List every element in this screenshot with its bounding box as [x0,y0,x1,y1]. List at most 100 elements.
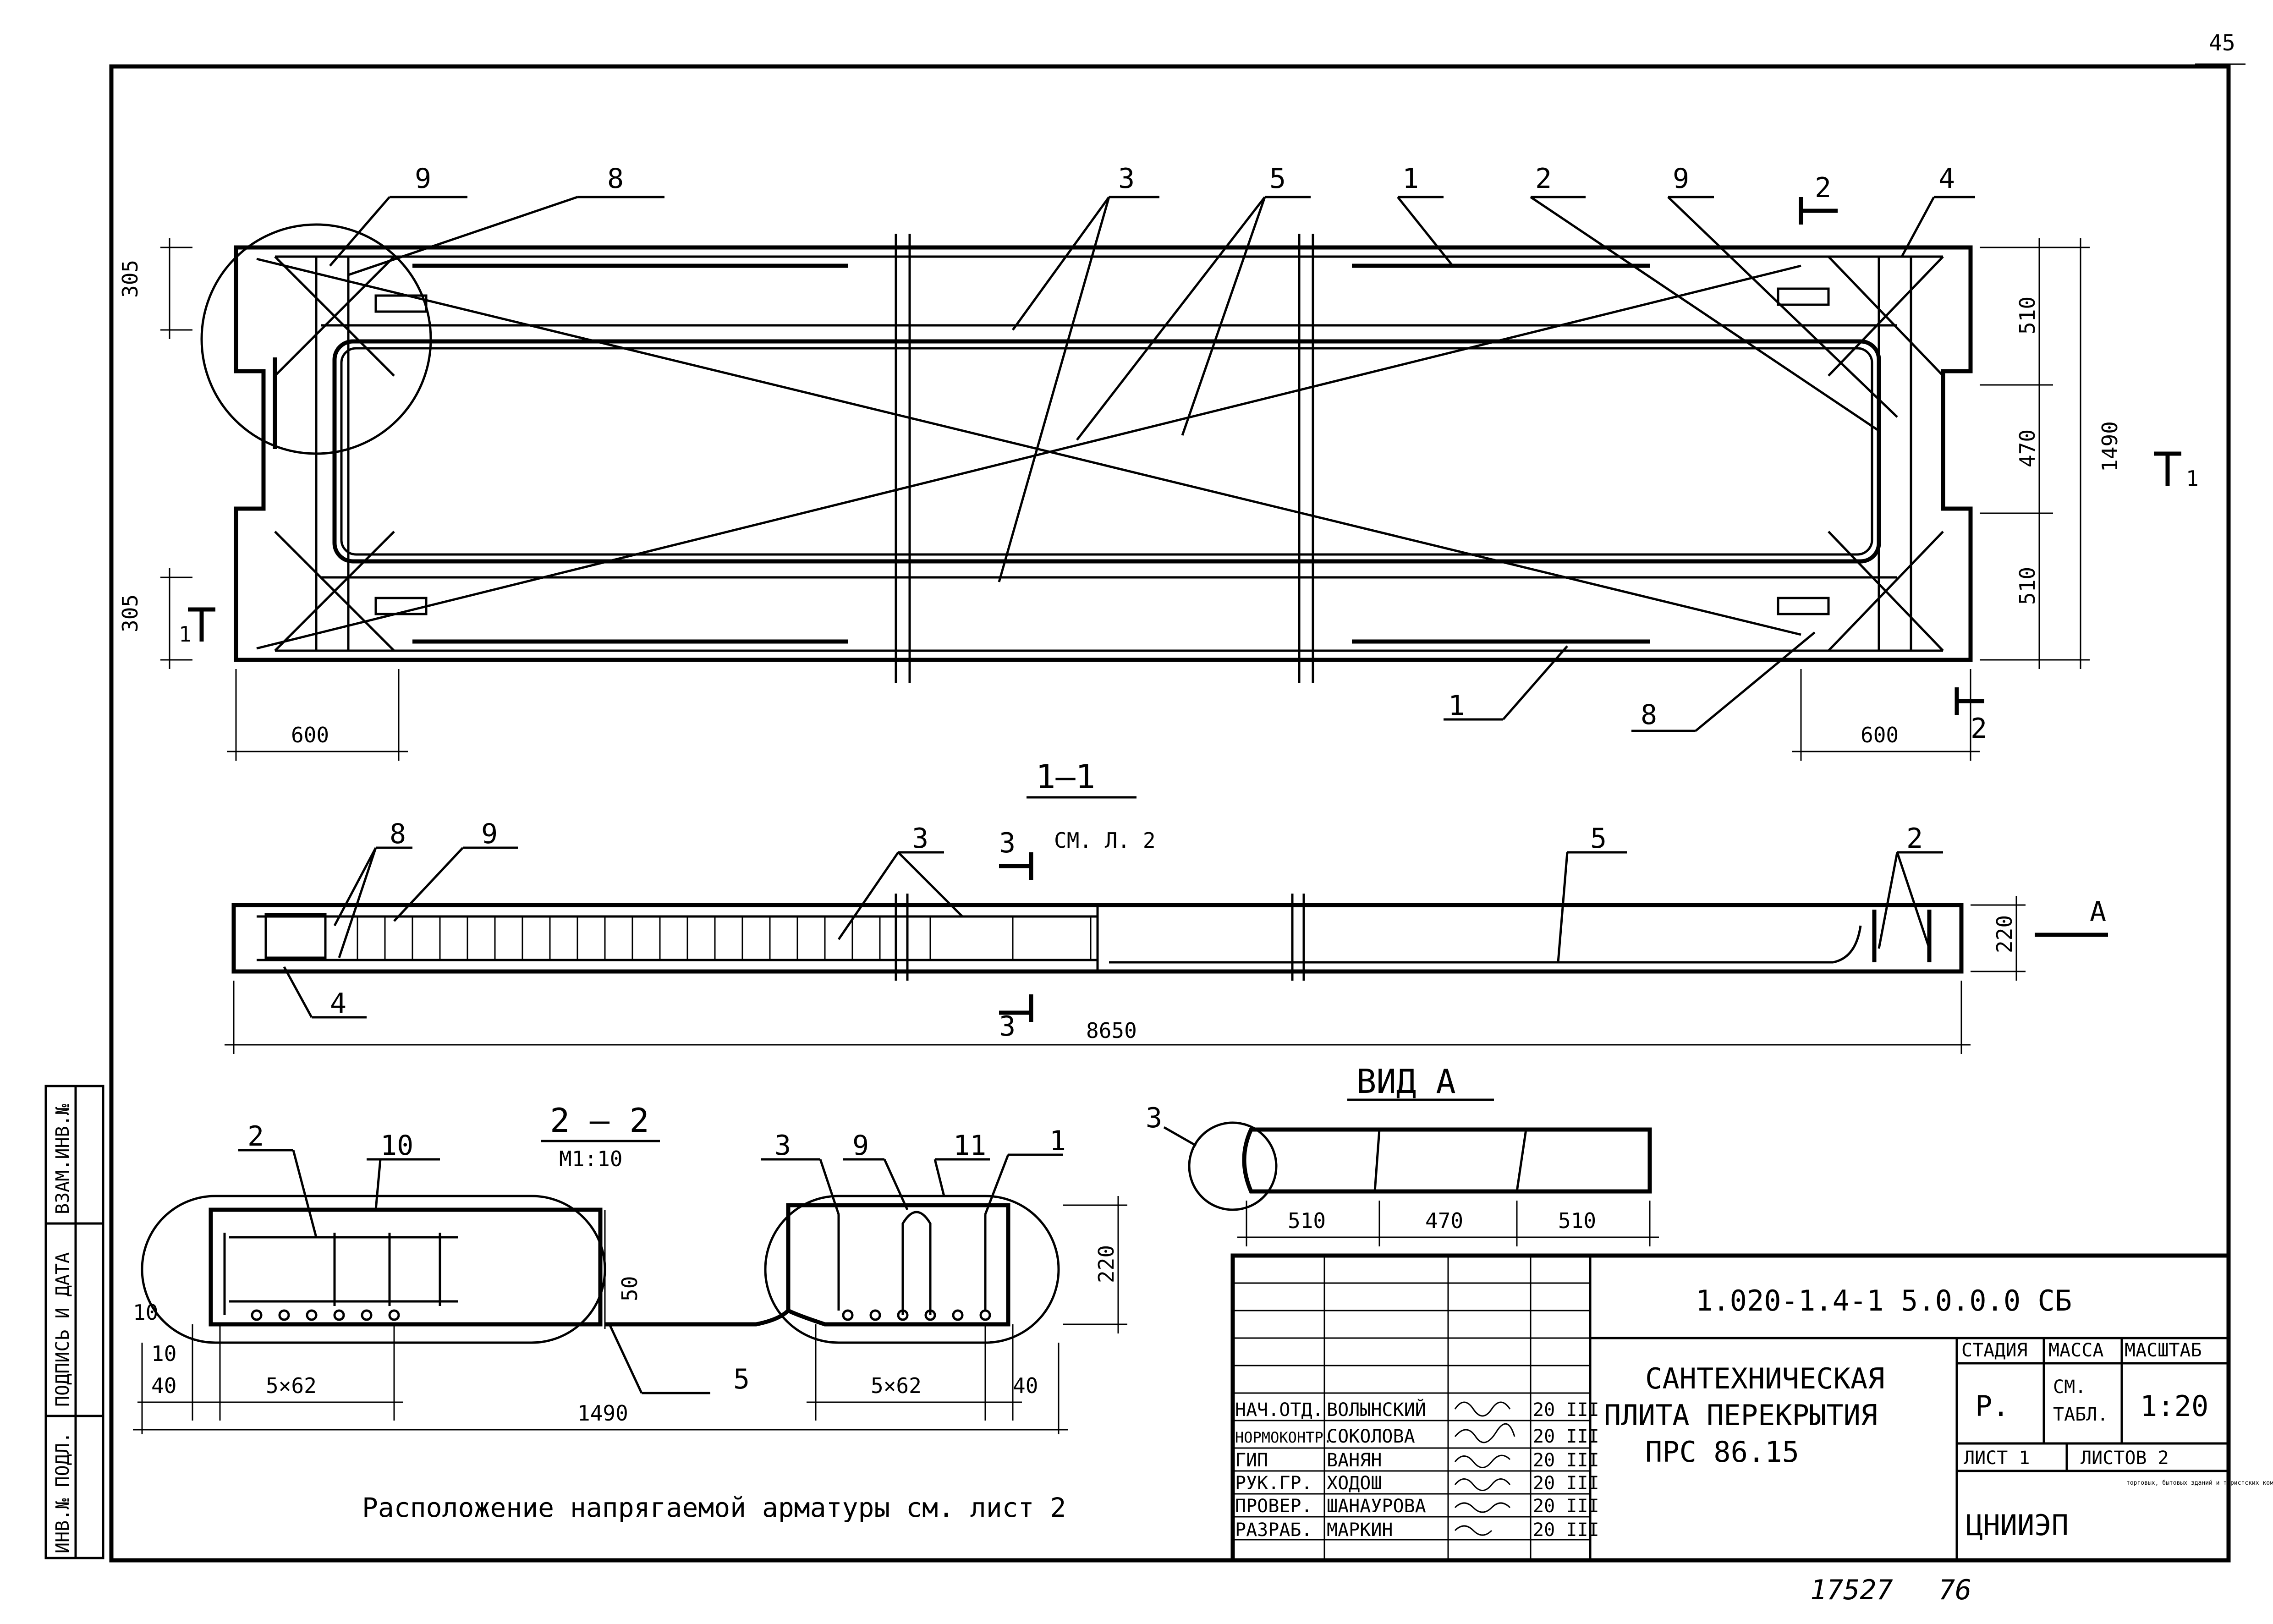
callout-1a: 1 [1402,163,1419,195]
title-block: 1.020-1.4-1 5.0.0.0 СБ САНТЕХНИЧЕСКАЯ ПЛ… [1230,1253,2273,1563]
hdr-scale: МАСШТАБ [2125,1340,2202,1361]
row-date: 20 III [1533,1496,1599,1517]
org-note: торговых, бытовых зданий и туристских ко… [2126,1480,2273,1487]
hdr-stage: СТАДИЯ [1961,1340,2028,1361]
s11-callout-8: 8 [390,818,406,850]
row-name: ШАНАУРОВА [1327,1496,1426,1517]
s22-dim-5x62-l: 5×62 [266,1373,317,1398]
s11-callout-5: 5 [1590,823,1607,855]
s11-callout-9: 9 [481,818,498,850]
callout-9a: 9 [415,163,431,195]
row-role: ГИП [1235,1450,1268,1471]
stamp-vzam: ВЗАМ.ИНВ.№ [52,1104,73,1214]
row-date: 20 III [1533,1399,1599,1421]
callout-4a: 4 [1938,163,1955,195]
reinforcement-note: Расположение напрягаемой арматуры см. ли… [362,1492,1066,1523]
org-name: ЦНИИЭП [1966,1509,2069,1542]
view-a-callout-3: 3 [1146,1102,1162,1134]
title-line-1: САНТЕХНИЧЕСКАЯ [1645,1362,1885,1395]
s22-callout-10: 10 [380,1130,413,1162]
callout-1b: 1 [1448,690,1465,722]
stamp-inv: ИНВ.№ ПОДЛ. [52,1432,73,1553]
sheet-count: ЛИСТОВ 2 [2081,1448,2169,1469]
s22-callout-3: 3 [774,1130,791,1162]
dim-470: 470 [2015,429,2040,467]
s22-dim-40-r: 40 [1013,1373,1038,1398]
footer-number: 17527 [1810,1574,1893,1606]
s22-dim-220: 220 [1094,1245,1119,1283]
dim-600-right: 600 [1861,723,1899,747]
callout-8a: 8 [607,163,624,195]
section-1-1-title: 1—1 [1036,757,1095,796]
row-date: 20 III [1533,1520,1599,1541]
view-a-dim-470: 470 [1425,1208,1463,1233]
s22-dim-50: 50 [617,1276,642,1301]
section-2-2-scale: М1:10 [559,1147,622,1171]
s11-callout-4: 4 [330,988,346,1020]
page-number: 45 [2209,30,2235,56]
dim-1490: 1490 [2097,421,2122,472]
cut-mark-1-left: 1 [179,622,192,647]
row-name: МАРКИН [1327,1520,1393,1541]
row-name: СОКОЛОВА [1327,1426,1415,1447]
s11-callout-2: 2 [1906,823,1923,855]
callout-5a: 5 [1269,163,1286,195]
signatures [1454,1401,1515,1536]
plan-view: 9 8 3 5 1 2 9 2 4 1 8 2 305 305 600 6 [118,163,2199,761]
row-role: РУК.ГР. [1235,1473,1312,1494]
side-stamp: ВЗАМ.ИНВ.№ ПОДПИСЬ И ДАТА ИНВ.№ ПОДЛ. [44,1085,104,1559]
dim-600-left: 600 [291,723,329,747]
row-date: 20 III [1533,1450,1599,1471]
row-role: НОРМОКОНТР. [1235,1429,1332,1446]
dim-305-top: 305 [118,260,143,298]
callout-8b: 8 [1641,699,1657,731]
s22-callout-1: 1 [1049,1125,1066,1157]
mass-line-2: ТАБЛ. [2053,1404,2108,1425]
dim-510-b: 510 [2015,567,2040,605]
section-2-2-title: 2 — 2 [550,1101,649,1140]
scale-value: 1:20 [2140,1389,2208,1423]
callout-3a: 3 [1118,163,1135,195]
view-a: ВИД А 3 510 470 510 [1146,1062,1659,1246]
title-line-2: ПЛИТА ПЕРЕКРЫТИЯ [1604,1399,1878,1432]
stage-value: Р. [1975,1389,2009,1423]
s22-dim-5x62-r: 5×62 [871,1373,922,1398]
row-name: ХОДОШ [1327,1473,1382,1494]
s22-dim-10-a: 10 [133,1300,158,1325]
s22-callout-5: 5 [733,1363,750,1395]
cut-ref-note: СМ. Л. 2 [1054,828,1156,853]
row-date: 20 III [1533,1473,1599,1494]
title-line-3: ПРС 86.15 [1645,1435,1799,1469]
signature-rows: НАЧ.ОТД. ВОЛЫНСКИЙ 20 III НОРМОКОНТР. СО… [1235,1399,1599,1541]
s22-dim-10-b: 10 [151,1341,176,1366]
row-name: ВОЛЫНСКИЙ [1327,1399,1426,1421]
section-1-1: 1—1 [225,757,2108,1054]
dim-8650: 8650 [1086,1018,1137,1043]
s22-dim-40-l: 40 [151,1373,176,1398]
dim-510-a: 510 [2015,296,2040,335]
cut-mark-2-bottom: 2 [1971,713,1987,745]
row-role: ПРОВЕР. [1235,1496,1312,1517]
cut-mark-2-top: 2 [1815,172,1831,204]
s11-callout-3: 3 [912,823,928,855]
view-a-dim-510a: 510 [1288,1208,1326,1233]
row-name: ВАНЯН [1327,1450,1382,1471]
stamp-sign: ПОДПИСЬ И ДАТА [52,1252,73,1407]
callout-2a: 2 [1535,163,1552,195]
hdr-mass: МАССА [2048,1340,2103,1361]
detail-circle [200,223,432,455]
sheet-frame [109,64,2231,1563]
s22-callout-11: 11 [953,1130,986,1162]
view-mark-a: A [2090,896,2106,928]
mass-line-1: СМ. [2053,1377,2086,1398]
s22-dim-1490: 1490 [577,1401,628,1426]
view-a-title: ВИД А [1356,1062,1456,1101]
callout-9b: 9 [1673,163,1689,195]
row-role: РАЗРАБ. [1235,1520,1312,1541]
footer-suffix: 76 [1938,1574,1971,1606]
cut-ref-3-top: 3 [999,827,1016,859]
section-2-2: 2 — 2 М1:10 [133,1101,1127,1434]
s22-callout-2: 2 [247,1120,264,1152]
s22-callout-9: 9 [852,1130,869,1162]
